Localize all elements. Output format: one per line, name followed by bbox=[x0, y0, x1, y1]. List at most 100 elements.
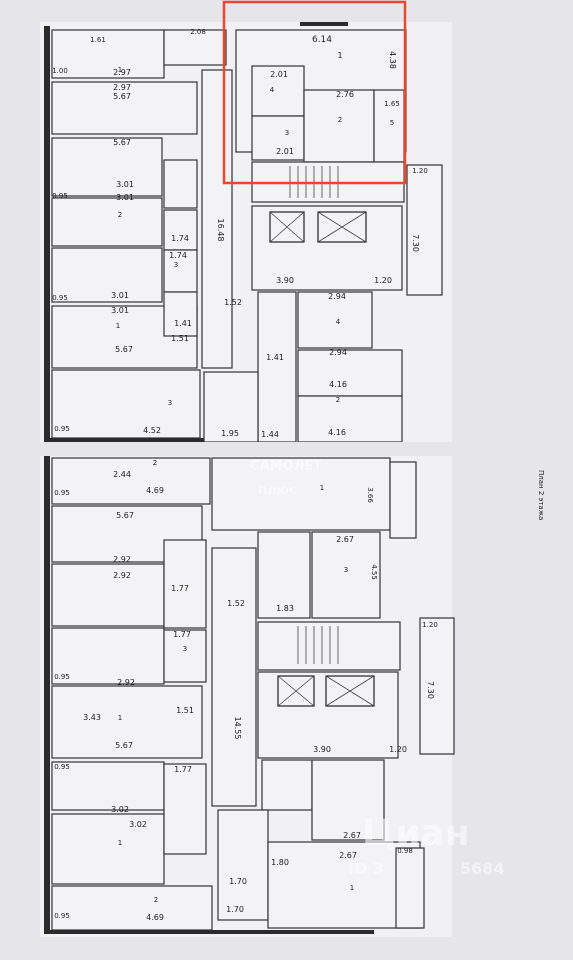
room bbox=[311, 759, 385, 841]
room-label: 3.02 bbox=[129, 820, 147, 829]
room bbox=[51, 627, 165, 685]
room-label: 3.01 bbox=[116, 193, 134, 202]
room bbox=[257, 291, 297, 443]
room-label: 0.95 bbox=[54, 425, 70, 433]
room-label: 4.55 bbox=[370, 564, 378, 580]
balcony bbox=[406, 164, 443, 296]
room-label: 3.01 bbox=[111, 306, 129, 315]
balcony bbox=[395, 847, 425, 929]
room-label: 3 bbox=[285, 129, 289, 137]
room-label: 1.51 bbox=[171, 334, 189, 343]
room-label: 1.61 bbox=[90, 36, 106, 44]
room-label: 7.30 bbox=[411, 234, 420, 252]
room-label: 4.69 bbox=[146, 486, 164, 495]
room-label: 1.77 bbox=[171, 584, 189, 593]
room-label: 1.41 bbox=[266, 353, 284, 362]
room-label: 1.44 bbox=[261, 430, 279, 439]
room bbox=[297, 349, 403, 397]
room-label: 3.66 bbox=[366, 487, 374, 503]
room-label: 0.95 bbox=[54, 912, 70, 920]
room-label: 1.74 bbox=[171, 234, 189, 243]
room bbox=[163, 763, 207, 855]
section-gap bbox=[40, 442, 452, 456]
room-label: 1 bbox=[118, 66, 122, 74]
room-label: 4.16 bbox=[328, 428, 346, 437]
room bbox=[203, 371, 259, 443]
room-label: 4.52 bbox=[143, 426, 161, 435]
room-label: 3.01 bbox=[116, 180, 134, 189]
room-label: 5.67 bbox=[113, 138, 131, 147]
room-label: 3 bbox=[183, 645, 187, 653]
room-label: 2 bbox=[153, 459, 157, 467]
room-label: 1 bbox=[350, 884, 354, 892]
room bbox=[261, 759, 313, 811]
room-label: 2.67 bbox=[343, 831, 361, 840]
room bbox=[51, 29, 165, 79]
room-label: 5 bbox=[390, 119, 394, 127]
room-label: 1.20 bbox=[412, 167, 428, 175]
room bbox=[51, 369, 201, 439]
balcony bbox=[389, 461, 417, 539]
room-label: 1 bbox=[337, 51, 342, 60]
room-label: 2.92 bbox=[117, 678, 135, 687]
room-label: 2.94 bbox=[329, 348, 347, 357]
room bbox=[163, 629, 207, 683]
room-label: 5.67 bbox=[113, 92, 131, 101]
room-label: 5.67 bbox=[115, 345, 133, 354]
room bbox=[163, 159, 198, 209]
room-label: 0.95 bbox=[54, 673, 70, 681]
room bbox=[51, 137, 163, 197]
room-label: 14.55 bbox=[233, 717, 242, 740]
room-label: 2.01 bbox=[270, 70, 288, 79]
room bbox=[163, 209, 198, 251]
room-label: 2.44 bbox=[113, 470, 131, 479]
room-label: 3 bbox=[174, 261, 178, 269]
room-label: 3 bbox=[168, 399, 172, 407]
room-label: 1 bbox=[118, 839, 122, 847]
room-label: 3.01 bbox=[111, 291, 129, 300]
watermark-id-tail: 5684 bbox=[460, 859, 505, 878]
room-label: 2.08 bbox=[190, 28, 206, 36]
room-label: 4 bbox=[336, 318, 341, 326]
room bbox=[51, 247, 163, 303]
room-label: 1.74 bbox=[169, 251, 187, 260]
room bbox=[51, 761, 165, 811]
room-label: 3.90 bbox=[313, 745, 331, 754]
room bbox=[267, 841, 421, 929]
room-label: 4.69 bbox=[146, 913, 164, 922]
room-label: 2 bbox=[336, 396, 340, 404]
room-label: 2 bbox=[118, 211, 122, 219]
room-label: 4.16 bbox=[329, 380, 347, 389]
room-label: 2.67 bbox=[336, 535, 354, 544]
room-label: 1.00 bbox=[52, 67, 68, 75]
room-label: 1 bbox=[118, 714, 122, 722]
room-label: 1.20 bbox=[422, 621, 438, 629]
room-label: 3.02 bbox=[111, 805, 129, 814]
room bbox=[311, 531, 381, 619]
room-label: 2.97 bbox=[113, 68, 131, 77]
room-label: 0.95 bbox=[54, 489, 70, 497]
stairwell bbox=[257, 621, 401, 671]
lower-section bbox=[51, 457, 455, 931]
watermark-plus: ПЛЮС bbox=[258, 484, 297, 497]
room-label: 1.77 bbox=[174, 765, 192, 774]
watermark-cian: Циан bbox=[362, 813, 470, 854]
room bbox=[51, 685, 203, 759]
room-label: 3.90 bbox=[276, 276, 294, 285]
room-label: 2.92 bbox=[113, 555, 131, 564]
room-label: 2.67 bbox=[339, 851, 357, 860]
room-label: 0.95 bbox=[54, 763, 70, 771]
room bbox=[51, 457, 211, 505]
room-label: 2.94 bbox=[328, 292, 346, 301]
room-label: 2.92 bbox=[113, 571, 131, 580]
room-label: 5.67 bbox=[115, 741, 133, 750]
lift-hall bbox=[251, 205, 403, 291]
room-label: 3 bbox=[344, 566, 348, 574]
room-label: 1.65 bbox=[384, 100, 400, 108]
room-label: 6.14 bbox=[312, 35, 332, 45]
room bbox=[211, 457, 391, 531]
room-label: 16.48 bbox=[216, 219, 225, 242]
room bbox=[257, 531, 311, 619]
corridor bbox=[201, 69, 233, 369]
